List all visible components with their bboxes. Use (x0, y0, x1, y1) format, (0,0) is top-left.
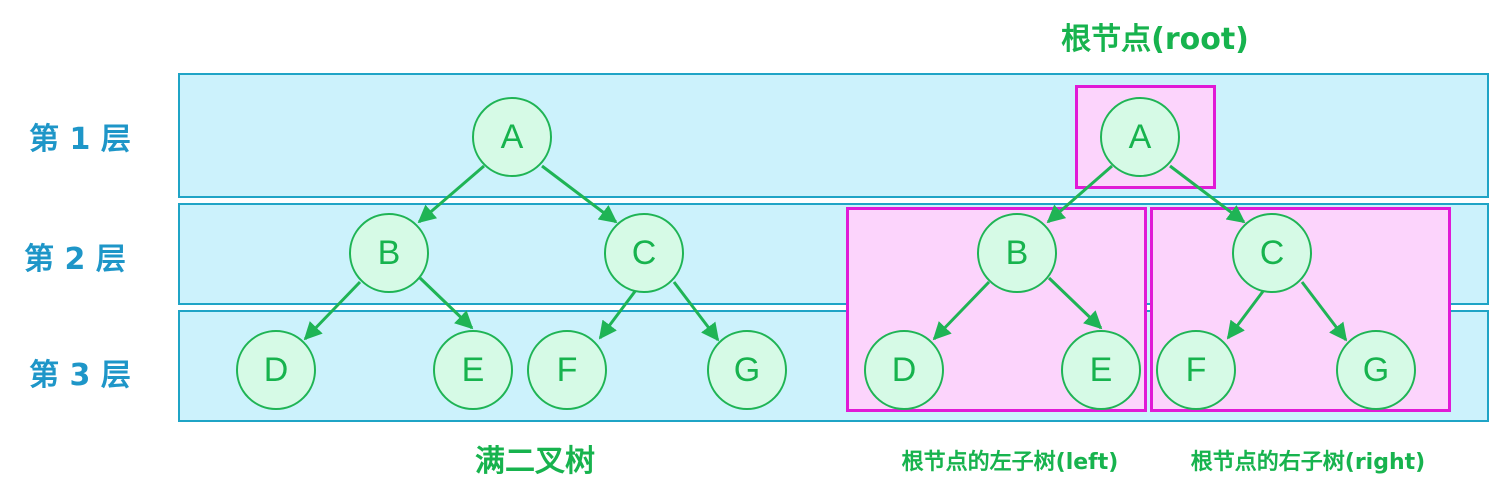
edge-left-B-E (418, 276, 474, 330)
level-label-1: 第 1 层 (29, 122, 131, 157)
edge-left-A-C (541, 164, 618, 224)
right-node-A: A (1100, 97, 1180, 177)
level-band-1 (178, 73, 1489, 198)
right-node-B: B (977, 213, 1057, 293)
level-label-3: 第 3 层 (29, 358, 131, 393)
left-node-E: E (433, 330, 513, 410)
right-node-F: F (1156, 330, 1236, 410)
left-node-A: A (472, 97, 552, 177)
edge-left-C-G (672, 281, 720, 342)
right-node-E: E (1061, 330, 1141, 410)
edge-right-B-D (932, 280, 991, 341)
left-tree-caption: 满二叉树 (475, 444, 595, 479)
right-node-C: C (1232, 213, 1312, 293)
edge-right-C-G (1300, 281, 1348, 342)
root-caption: 根节点(root) (1061, 22, 1249, 57)
left-node-D: D (236, 330, 316, 410)
left-node-F: F (527, 330, 607, 410)
right-subtree-caption: 根节点的右子树(right) (1190, 450, 1426, 475)
edge-left-B-D (303, 280, 362, 341)
edge-right-A-B (1046, 164, 1113, 224)
left-subtree-caption: 根节点的左子树(left) (901, 450, 1119, 475)
right-node-G: G (1336, 330, 1416, 410)
edge-right-C-F (1226, 289, 1266, 340)
level-label-2: 第 2 层 (24, 242, 126, 277)
right-node-D: D (864, 330, 944, 410)
edge-left-C-F (598, 289, 638, 340)
edge-right-B-E (1047, 276, 1103, 330)
left-node-G: G (707, 330, 787, 410)
edge-left-A-B (417, 164, 485, 224)
left-node-C: C (604, 213, 684, 293)
edge-right-A-C (1169, 164, 1246, 224)
left-node-B: B (349, 213, 429, 293)
